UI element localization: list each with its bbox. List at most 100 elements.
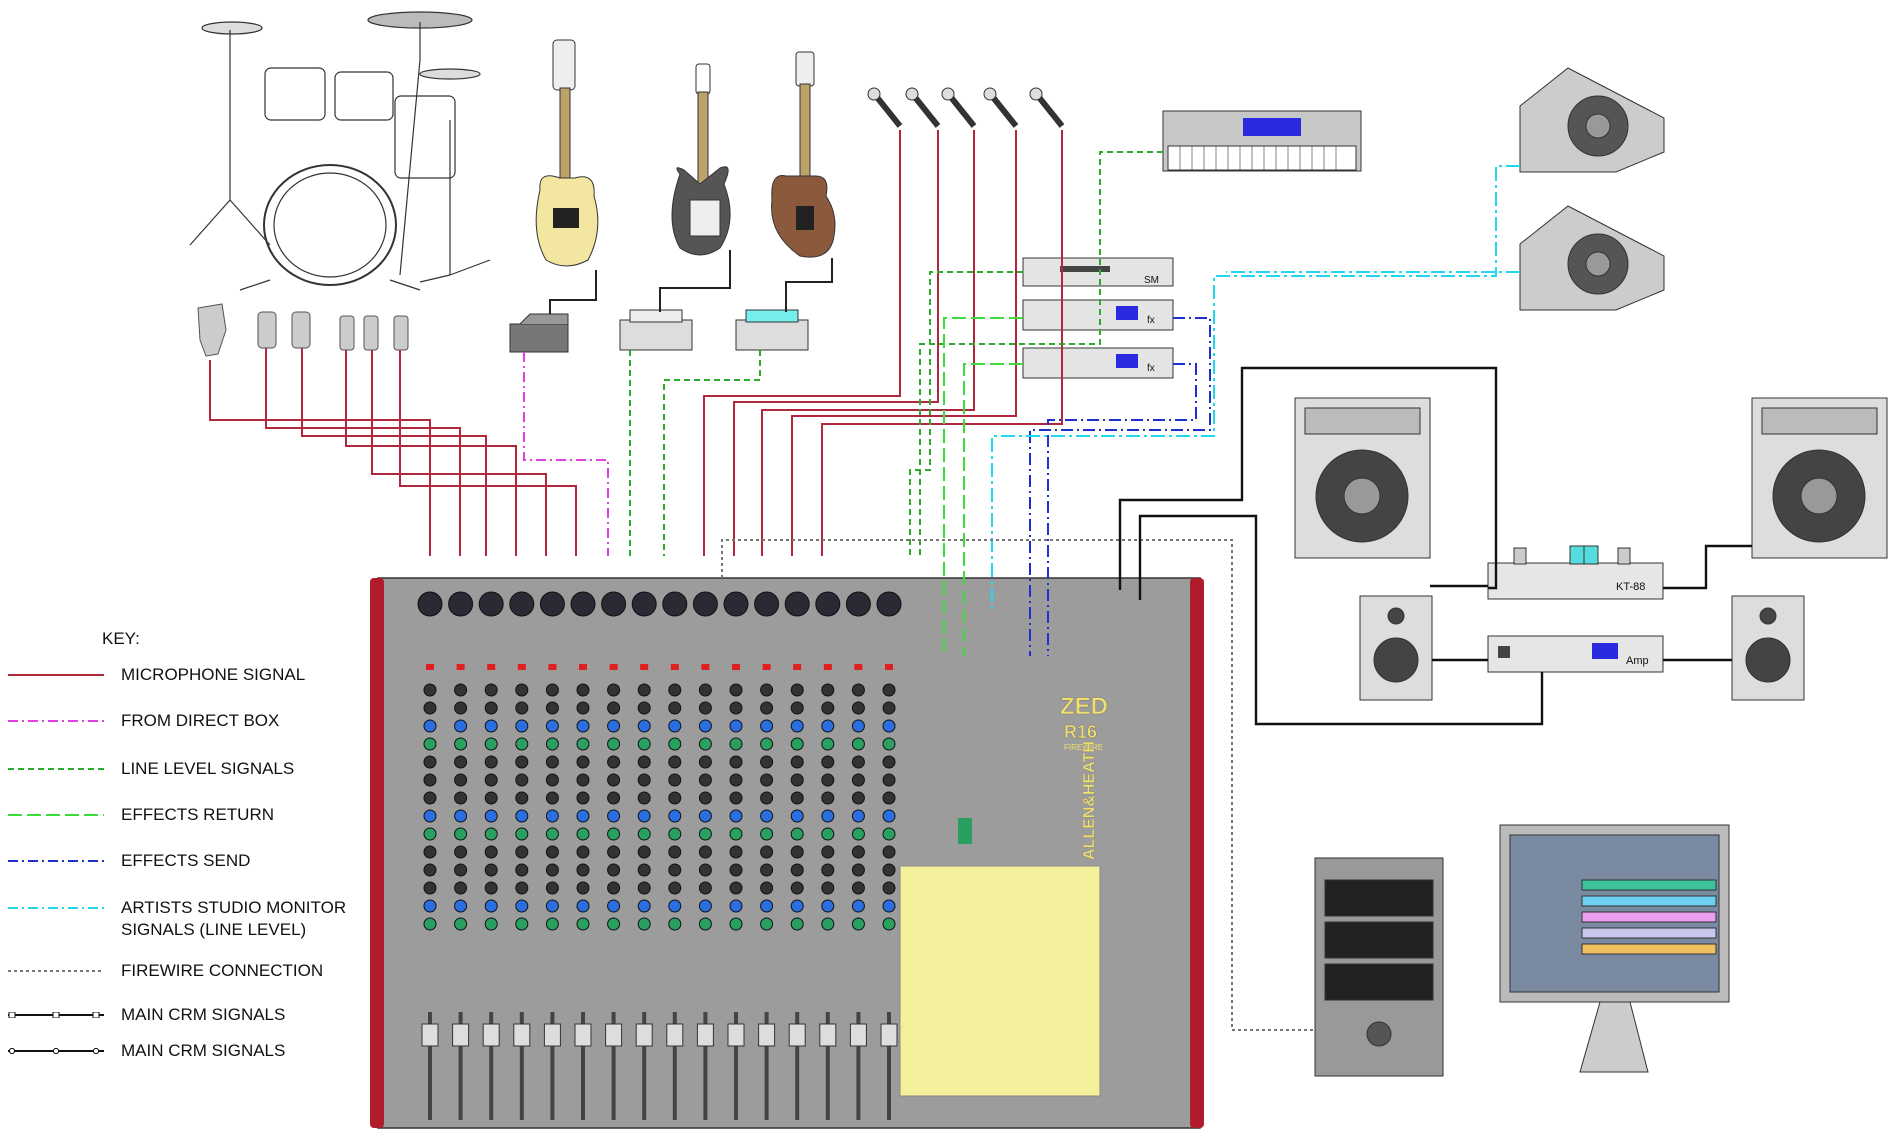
channel-knob[interactable] xyxy=(455,882,467,894)
channel-knob[interactable] xyxy=(883,846,895,858)
channel-knob[interactable] xyxy=(822,756,834,768)
xlr-input[interactable] xyxy=(418,592,442,616)
channel-knob[interactable] xyxy=(669,720,681,732)
xlr-input[interactable] xyxy=(877,592,901,616)
channel-knob[interactable] xyxy=(761,900,773,912)
channel-knob[interactable] xyxy=(638,846,650,858)
channel-knob[interactable] xyxy=(638,792,650,804)
channel-knob[interactable] xyxy=(669,864,681,876)
channel-knob[interactable] xyxy=(852,882,864,894)
channel-knob[interactable] xyxy=(516,810,528,822)
channel-knob[interactable] xyxy=(883,774,895,786)
fader-cap[interactable] xyxy=(667,1024,683,1046)
channel-knob[interactable] xyxy=(577,738,589,750)
channel-knob[interactable] xyxy=(852,864,864,876)
channel-knob[interactable] xyxy=(822,846,834,858)
channel-knob[interactable] xyxy=(852,918,864,930)
channel-knob[interactable] xyxy=(852,828,864,840)
channel-knob[interactable] xyxy=(424,684,436,696)
channel-knob[interactable] xyxy=(791,792,803,804)
channel-knob[interactable] xyxy=(822,738,834,750)
channel-knob[interactable] xyxy=(577,774,589,786)
channel-knob[interactable] xyxy=(516,792,528,804)
channel-knob[interactable] xyxy=(822,774,834,786)
channel-knob[interactable] xyxy=(516,828,528,840)
channel-knob[interactable] xyxy=(608,792,620,804)
fader-cap[interactable] xyxy=(514,1024,530,1046)
fader-cap[interactable] xyxy=(820,1024,836,1046)
channel-knob[interactable] xyxy=(608,684,620,696)
channel-knob[interactable] xyxy=(608,900,620,912)
channel-knob[interactable] xyxy=(730,828,742,840)
fader-cap[interactable] xyxy=(544,1024,560,1046)
channel-knob[interactable] xyxy=(699,882,711,894)
channel-knob[interactable] xyxy=(791,684,803,696)
channel-knob[interactable] xyxy=(669,756,681,768)
channel-knob[interactable] xyxy=(822,900,834,912)
channel-knob[interactable] xyxy=(485,828,497,840)
fader-cap[interactable] xyxy=(881,1024,897,1046)
fader-cap[interactable] xyxy=(636,1024,652,1046)
channel-knob[interactable] xyxy=(455,828,467,840)
channel-knob[interactable] xyxy=(699,792,711,804)
channel-knob[interactable] xyxy=(761,792,773,804)
channel-knob[interactable] xyxy=(761,864,773,876)
channel-knob[interactable] xyxy=(669,774,681,786)
channel-knob[interactable] xyxy=(669,684,681,696)
channel-knob[interactable] xyxy=(883,756,895,768)
channel-knob[interactable] xyxy=(638,720,650,732)
xlr-input[interactable] xyxy=(602,592,626,616)
channel-knob[interactable] xyxy=(485,738,497,750)
channel-knob[interactable] xyxy=(608,702,620,714)
channel-knob[interactable] xyxy=(485,792,497,804)
channel-knob[interactable] xyxy=(485,846,497,858)
channel-knob[interactable] xyxy=(730,882,742,894)
channel-knob[interactable] xyxy=(852,774,864,786)
channel-knob[interactable] xyxy=(669,810,681,822)
channel-knob[interactable] xyxy=(822,684,834,696)
channel-knob[interactable] xyxy=(852,810,864,822)
channel-knob[interactable] xyxy=(455,864,467,876)
channel-knob[interactable] xyxy=(546,792,558,804)
channel-knob[interactable] xyxy=(638,810,650,822)
xlr-input[interactable] xyxy=(755,592,779,616)
channel-knob[interactable] xyxy=(546,774,558,786)
xlr-input[interactable] xyxy=(663,592,687,616)
channel-knob[interactable] xyxy=(638,900,650,912)
xlr-input[interactable] xyxy=(632,592,656,616)
xlr-input[interactable] xyxy=(724,592,748,616)
channel-knob[interactable] xyxy=(852,792,864,804)
channel-knob[interactable] xyxy=(516,756,528,768)
channel-knob[interactable] xyxy=(516,846,528,858)
channel-knob[interactable] xyxy=(424,756,436,768)
channel-knob[interactable] xyxy=(577,792,589,804)
channel-knob[interactable] xyxy=(761,828,773,840)
channel-knob[interactable] xyxy=(699,702,711,714)
channel-knob[interactable] xyxy=(546,702,558,714)
channel-knob[interactable] xyxy=(699,720,711,732)
channel-knob[interactable] xyxy=(638,774,650,786)
channel-knob[interactable] xyxy=(669,882,681,894)
channel-knob[interactable] xyxy=(883,720,895,732)
channel-knob[interactable] xyxy=(546,864,558,876)
fader-cap[interactable] xyxy=(453,1024,469,1046)
channel-knob[interactable] xyxy=(424,918,436,930)
channel-knob[interactable] xyxy=(699,738,711,750)
channel-knob[interactable] xyxy=(730,864,742,876)
channel-knob[interactable] xyxy=(791,918,803,930)
channel-knob[interactable] xyxy=(608,882,620,894)
channel-knob[interactable] xyxy=(883,702,895,714)
channel-knob[interactable] xyxy=(791,882,803,894)
channel-knob[interactable] xyxy=(730,756,742,768)
channel-knob[interactable] xyxy=(455,738,467,750)
channel-knob[interactable] xyxy=(883,684,895,696)
channel-knob[interactable] xyxy=(699,774,711,786)
channel-knob[interactable] xyxy=(638,864,650,876)
channel-knob[interactable] xyxy=(516,864,528,876)
channel-knob[interactable] xyxy=(608,828,620,840)
channel-knob[interactable] xyxy=(577,810,589,822)
channel-knob[interactable] xyxy=(730,738,742,750)
channel-knob[interactable] xyxy=(852,756,864,768)
channel-knob[interactable] xyxy=(791,702,803,714)
channel-knob[interactable] xyxy=(761,738,773,750)
